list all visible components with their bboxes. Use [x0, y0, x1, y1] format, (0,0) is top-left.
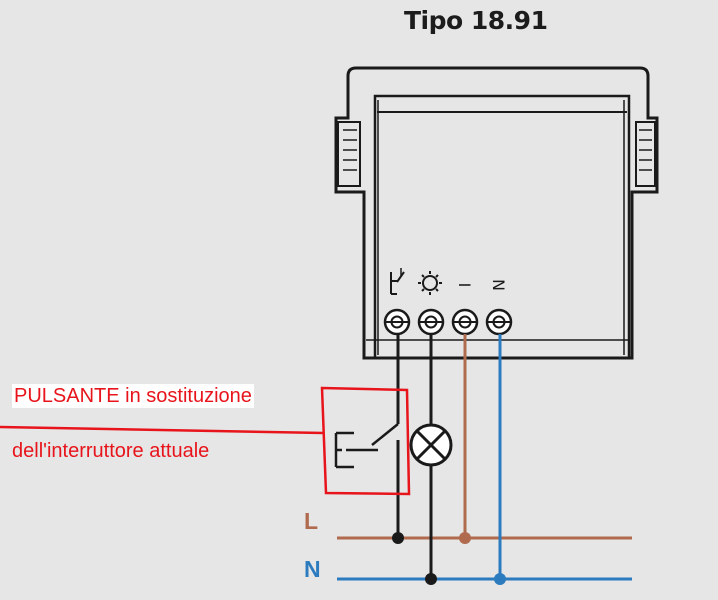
annotation-pointer: [0, 425, 325, 435]
neutral-bus-label: N: [304, 556, 321, 582]
screw-terminal-neutral: [485, 308, 513, 336]
wires: [337, 334, 632, 581]
diagram-title: Tipo 18.91: [404, 6, 548, 35]
right-clip: [635, 121, 656, 187]
lamp-symbol: [409, 423, 453, 467]
junction-live: [459, 532, 471, 544]
annotation-line-1: PULSANTE in sostituzione: [12, 384, 254, 408]
annotation-box: [320, 386, 411, 496]
screw-terminal-pushbutton: [383, 308, 411, 336]
live-bus-label: L: [304, 508, 319, 534]
live-terminal-label: Ⅰ: [455, 283, 474, 288]
pushbutton-symbol: [334, 423, 400, 469]
left-clip: [337, 121, 361, 187]
red-annotation: [0, 386, 411, 496]
junction-neutral: [494, 573, 506, 585]
lamp-terminal-icon: [418, 271, 442, 295]
terminal-symbols: [390, 268, 442, 295]
junction-dots: [392, 532, 506, 585]
screw-terminal-live: [451, 308, 479, 336]
neutral-terminal-label: N: [489, 279, 508, 291]
pushbutton-terminal-icon: [390, 268, 405, 295]
terminal-screws: [383, 308, 513, 336]
screw-terminal-lamp: [417, 308, 445, 336]
junction-lamp-neutral: [425, 573, 437, 585]
annotation-line-2: dell'interruttore attuale: [12, 439, 210, 463]
relay-device: [334, 66, 659, 360]
device-inner-frame: [373, 94, 631, 360]
junction-switch-live: [392, 532, 404, 544]
